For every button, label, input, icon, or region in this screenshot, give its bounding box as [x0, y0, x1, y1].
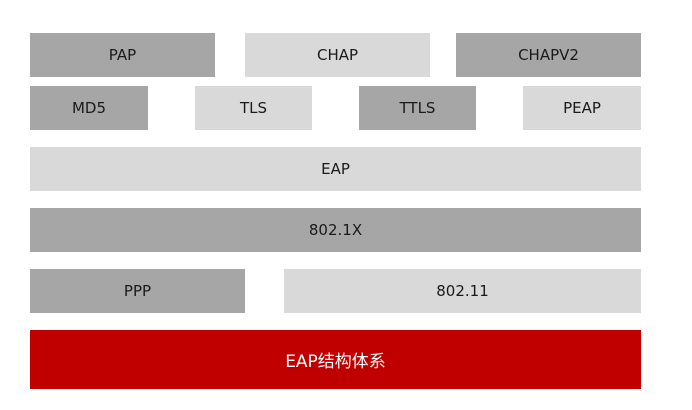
chap-box: CHAP — [245, 33, 430, 77]
pap-box: PAP — [30, 33, 215, 77]
wifi-80211-box: 802.11 — [284, 269, 641, 313]
diagram-caption-banner: EAP结构体系 — [30, 330, 641, 389]
dot1x-layer-box: 802.1X — [30, 208, 641, 252]
ppp-box: PPP — [30, 269, 245, 313]
eap-layer-box: EAP — [30, 147, 641, 191]
chapv2-box: CHAPV2 — [456, 33, 641, 77]
tls-box: TLS — [195, 86, 312, 130]
ttls-box: TTLS — [359, 86, 476, 130]
peap-box: PEAP — [523, 86, 641, 130]
md5-box: MD5 — [30, 86, 148, 130]
